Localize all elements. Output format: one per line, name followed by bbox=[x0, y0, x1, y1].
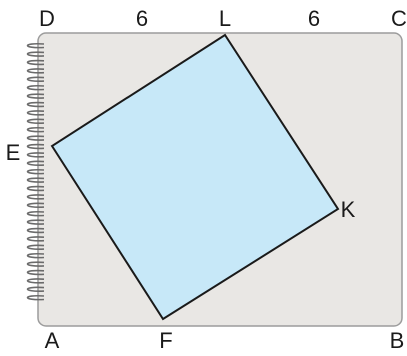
spiral-binding bbox=[26, 42, 45, 301]
spiral-ring bbox=[26, 244, 45, 250]
spiral-ring bbox=[26, 152, 45, 158]
spiral-ring bbox=[26, 51, 45, 57]
point-label-b: B bbox=[390, 328, 405, 353]
spiral-ring bbox=[26, 261, 45, 267]
spiral-ring bbox=[26, 118, 45, 124]
spiral-ring bbox=[26, 210, 45, 217]
spiral-ring bbox=[26, 59, 45, 66]
spiral-ring bbox=[26, 42, 45, 49]
spiral-ring bbox=[26, 177, 45, 183]
spiral-ring bbox=[26, 236, 45, 242]
point-label-f: F bbox=[159, 328, 172, 353]
point-label-a: A bbox=[45, 328, 60, 353]
spiral-ring bbox=[26, 194, 45, 200]
spiral-ring bbox=[26, 126, 45, 133]
spiral-ring bbox=[26, 135, 45, 141]
spiral-ring bbox=[26, 227, 45, 234]
spiral-ring bbox=[26, 160, 45, 166]
spiral-ring bbox=[26, 101, 45, 108]
spiral-ring bbox=[26, 294, 45, 301]
spiral-ring bbox=[26, 286, 45, 292]
spiral-ring bbox=[26, 269, 45, 276]
spiral-ring bbox=[26, 84, 45, 91]
spiral-ring bbox=[26, 219, 45, 225]
square-eflk bbox=[50, 33, 340, 321]
spiral-ring bbox=[26, 202, 45, 208]
spiral-ring bbox=[26, 143, 45, 150]
spiral-ring bbox=[26, 93, 45, 99]
point-label-k: K bbox=[341, 197, 356, 222]
point-label-l: L bbox=[219, 6, 231, 31]
point-label-c: C bbox=[391, 6, 407, 31]
segment-label-dl: 6 bbox=[136, 6, 148, 31]
spiral-ring bbox=[26, 76, 45, 82]
spiral-ring bbox=[26, 110, 45, 116]
spiral-ring bbox=[26, 252, 45, 259]
spiral-ring bbox=[26, 278, 45, 284]
spiral-ring bbox=[26, 168, 45, 175]
point-label-e: E bbox=[6, 140, 21, 165]
spiral-ring bbox=[26, 68, 45, 74]
segment-label-lc: 6 bbox=[308, 6, 320, 31]
spiral-ring bbox=[26, 185, 45, 192]
point-label-d: D bbox=[39, 6, 55, 31]
